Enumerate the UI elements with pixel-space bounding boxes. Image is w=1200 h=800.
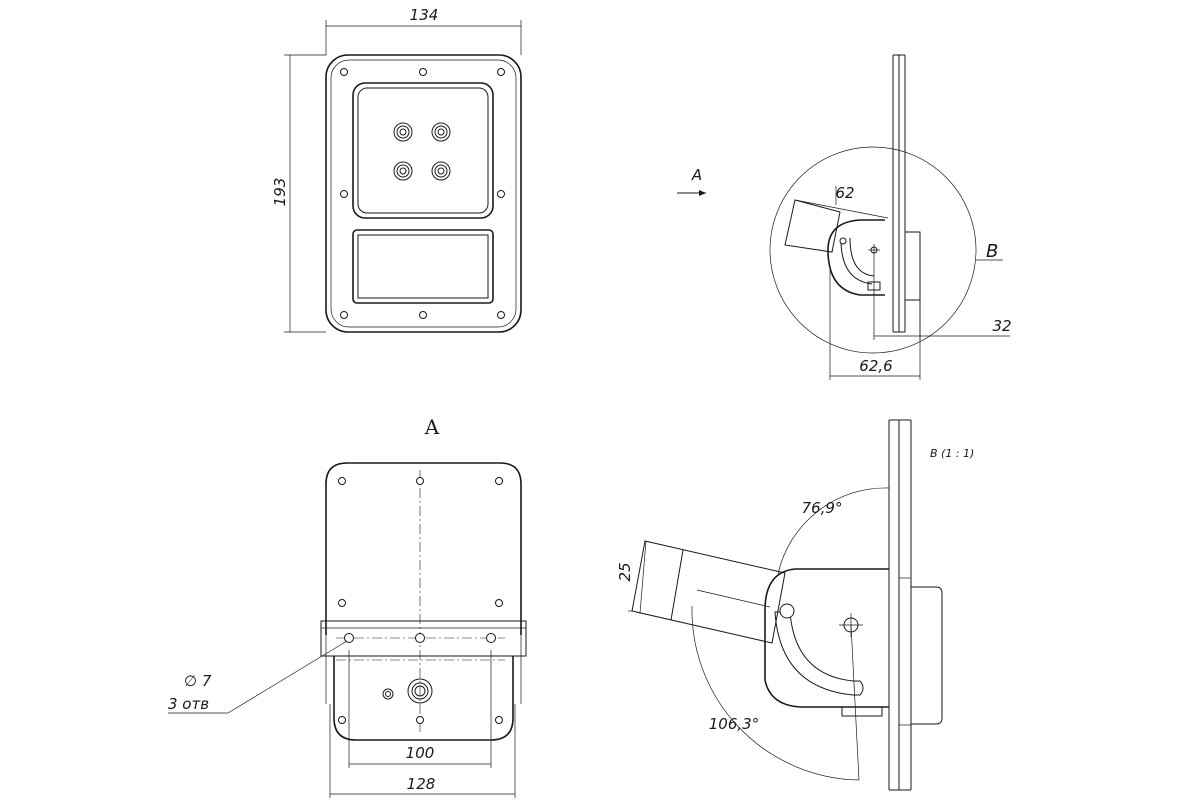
detail-b-marker: B <box>986 241 998 262</box>
front-plate-inner-edge <box>330 59 517 328</box>
dim-25: 25 <box>616 540 647 614</box>
rear-box <box>904 231 921 301</box>
angle-upper: 76,9° <box>777 487 890 575</box>
dim-62: 62 <box>794 184 889 219</box>
dim-32: 32 <box>873 256 1012 340</box>
dim-width-134: 134 <box>325 6 522 55</box>
terminal-group <box>393 122 451 181</box>
dim-100-label: 100 <box>406 744 435 762</box>
angle-upper-label: 76,9° <box>802 499 843 517</box>
side-handle-arm <box>784 199 841 253</box>
view-arrow-label: A <box>691 166 702 184</box>
dim-width-label: 134 <box>410 6 439 24</box>
detail-rear-box <box>911 586 943 725</box>
dim-height-193: 193 <box>271 54 326 333</box>
hole-callout: ∅ 7 3 отв <box>168 640 348 714</box>
detail-circle-b <box>769 146 977 354</box>
dim-62-6: 62,6 <box>829 270 921 380</box>
detail-bracket <box>764 568 889 708</box>
dim-62-label: 62 <box>835 184 854 202</box>
dim-height-label: 193 <box>271 178 289 207</box>
front-mounting-holes <box>340 68 505 319</box>
upper-pocket <box>352 82 494 219</box>
hole-count-label: 3 отв <box>168 695 209 713</box>
dim-25-label: 25 <box>616 562 634 581</box>
angle-lower: 106,3° <box>691 605 860 781</box>
dim-62-6-label: 62,6 <box>859 357 892 375</box>
view-a-hinge-bar <box>320 620 527 657</box>
side-view: B 62 32 62,6 <box>769 54 1012 380</box>
view-a-holes <box>338 477 503 724</box>
dim-128-label: 128 <box>407 775 436 793</box>
view-a-plate-top <box>325 462 522 635</box>
upper-pocket-inner <box>357 87 489 214</box>
dim-100: 100 <box>348 650 492 768</box>
view-a: A <box>168 415 527 798</box>
view-a-title: A <box>424 415 440 439</box>
angle-lower-label: 106,3° <box>709 715 759 733</box>
detail-handle-arm <box>631 540 786 644</box>
dim-128: 128 <box>329 704 516 798</box>
side-bracket <box>827 219 885 296</box>
front-view: 134 193 <box>271 6 522 333</box>
handle-pocket-inner <box>357 234 489 299</box>
detail-slot <box>774 611 864 696</box>
view-a-connector <box>382 678 433 704</box>
detail-b: B (1 : 1) 25 76,9° <box>616 419 974 791</box>
front-plate-outline <box>325 54 522 333</box>
view-a-plate-bottom <box>333 656 514 741</box>
view-arrow-a: A <box>677 166 706 196</box>
detail-b-title: B (1 : 1) <box>930 447 974 460</box>
handle-pocket <box>352 229 494 304</box>
dim-32-label: 32 <box>992 317 1011 335</box>
hole-diameter-label: ∅ 7 <box>184 672 212 690</box>
detail-foot <box>841 706 883 717</box>
